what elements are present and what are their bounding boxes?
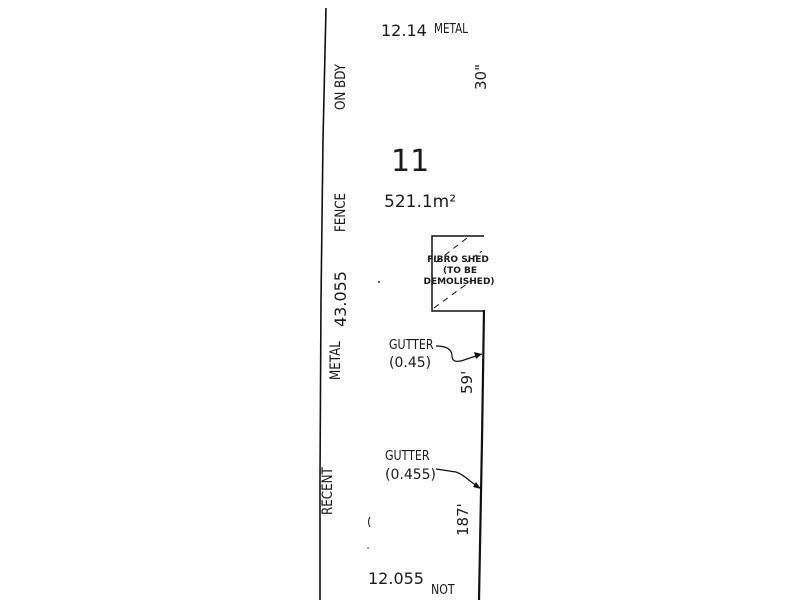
shed-label-line2: (TO BE	[443, 266, 477, 276]
left-boundary-length: 43.055	[331, 271, 350, 327]
left-boundary-line	[319, 7, 327, 600]
lot-number: 11	[391, 144, 429, 179]
gutter-1-label: GUTTER	[389, 337, 434, 352]
gutter-2-arrow	[435, 468, 481, 489]
bottom-boundary-length: 12.055	[368, 569, 424, 588]
shed-label-line1: FIBRO SHED	[427, 255, 489, 265]
right-boundary-line	[477, 309, 486, 600]
speck	[367, 547, 369, 549]
gutter-2-label: GUTTER	[385, 448, 430, 463]
right-bearing-59: 59'	[458, 371, 476, 394]
speck	[368, 516, 371, 528]
speck	[378, 281, 380, 283]
top-boundary-length: 12.14	[381, 21, 427, 40]
gutter-2-offset: (0.455)	[385, 467, 436, 483]
left-note-on-bdy: ON BDY	[333, 64, 349, 110]
top-boundary-material: METAL	[434, 21, 468, 36]
left-note-fence: FENCE	[333, 193, 349, 232]
left-note-metal: METAL	[328, 340, 344, 380]
shed-label-line3: DEMOLISHED)	[423, 277, 494, 287]
top-right-bearing: 30"	[472, 64, 490, 90]
gutter-1-arrowhead	[474, 352, 482, 359]
gutter-1-arrow	[435, 345, 483, 362]
fibro-shed: FIBRO SHED (TO BE DEMOLISHED)	[423, 235, 495, 312]
lot-area: 521.1m²	[384, 192, 456, 212]
left-note-recent: RECENT	[320, 467, 336, 515]
gutter-1-offset: (0.45)	[389, 355, 431, 371]
bottom-boundary-note: NOT	[431, 582, 455, 597]
gutter-2-arrowhead	[473, 482, 481, 489]
right-bearing-187: 187'	[454, 503, 472, 536]
